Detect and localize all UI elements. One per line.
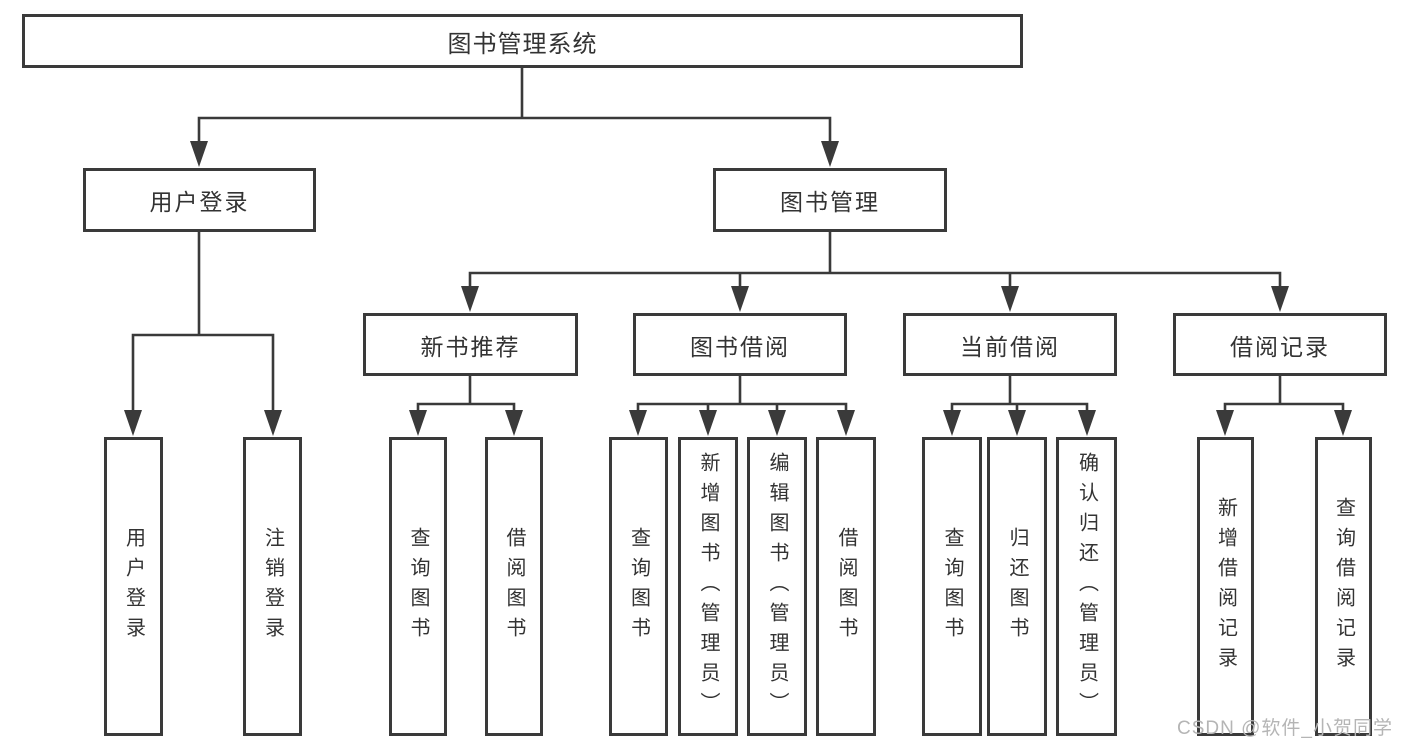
leaf-label: 注销登录 bbox=[261, 526, 284, 647]
leaf-query-books-borrowing: 查询图书 bbox=[609, 437, 668, 736]
node-label: 借阅记录 bbox=[1230, 333, 1330, 360]
leaf-label: 确认归还（管理员） bbox=[1075, 451, 1098, 722]
arrow-down-icon bbox=[821, 141, 839, 167]
leaf-logout: 注销登录 bbox=[243, 437, 302, 736]
leaf-borrow-books-recommend: 借阅图书 bbox=[485, 437, 543, 736]
leaf-query-books-recommend: 查询图书 bbox=[389, 437, 447, 736]
leaf-label: 查询图书 bbox=[941, 526, 963, 647]
leaf-confirm-return-admin: 确认归还（管理员） bbox=[1056, 437, 1117, 736]
arrow-down-icon bbox=[837, 410, 855, 436]
leaf-return-books: 归还图书 bbox=[987, 437, 1047, 736]
node-user-login: 用户登录 bbox=[83, 168, 316, 232]
arrow-down-icon bbox=[1271, 286, 1289, 312]
arrow-down-icon bbox=[1001, 286, 1019, 312]
node-current-borrowing: 当前借阅 bbox=[903, 313, 1117, 376]
leaf-label: 借阅图书 bbox=[835, 526, 857, 647]
arrow-down-icon bbox=[1008, 410, 1026, 436]
node-library-management-system: 图书管理系统 bbox=[22, 14, 1023, 68]
leaf-label: 查询图书 bbox=[627, 526, 650, 647]
arrow-down-icon bbox=[1216, 410, 1234, 436]
arrow-down-icon bbox=[699, 410, 717, 436]
leaf-query-books-current: 查询图书 bbox=[922, 437, 982, 736]
arrow-down-icon bbox=[409, 410, 427, 436]
leaf-label: 查询借阅记录 bbox=[1332, 496, 1355, 677]
leaf-add-books-admin: 新增图书（管理员） bbox=[678, 437, 738, 736]
leaf-label: 用户登录 bbox=[122, 526, 145, 647]
leaf-label: 借阅图书 bbox=[503, 526, 525, 647]
arrow-down-icon bbox=[505, 410, 523, 436]
arrow-down-icon bbox=[1078, 410, 1096, 436]
leaf-edit-books-admin: 编辑图书（管理员） bbox=[747, 437, 807, 736]
arrow-down-icon bbox=[731, 286, 749, 312]
node-label: 图书借阅 bbox=[690, 333, 790, 360]
node-book-management: 图书管理 bbox=[713, 168, 947, 232]
leaf-label: 新增图书（管理员） bbox=[697, 451, 719, 722]
leaf-label: 编辑图书（管理员） bbox=[766, 451, 788, 722]
node-label: 图书管理系统 bbox=[447, 30, 598, 58]
node-borrowing-records: 借阅记录 bbox=[1173, 313, 1387, 376]
node-label: 新书推荐 bbox=[420, 333, 521, 360]
leaf-query-borrowing-record: 查询借阅记录 bbox=[1315, 437, 1372, 736]
leaf-add-borrowing-record: 新增借阅记录 bbox=[1197, 437, 1254, 736]
arrow-down-icon bbox=[264, 410, 282, 436]
node-new-book-recommendation: 新书推荐 bbox=[363, 313, 578, 376]
leaf-label: 新增借阅记录 bbox=[1214, 496, 1237, 677]
leaf-label: 归还图书 bbox=[1006, 526, 1028, 647]
leaf-user-login: 用户登录 bbox=[104, 437, 163, 736]
csdn-watermark: CSDN @软件_小贺同学 bbox=[1177, 718, 1393, 739]
arrow-down-icon bbox=[190, 141, 208, 167]
node-label: 用户登录 bbox=[149, 189, 250, 215]
arrowheads bbox=[124, 141, 1352, 436]
node-book-borrowing: 图书借阅 bbox=[633, 313, 847, 376]
leaf-label: 查询图书 bbox=[407, 526, 429, 647]
node-label: 当前借阅 bbox=[960, 333, 1060, 360]
tree-edges bbox=[131, 66, 1345, 414]
arrow-down-icon bbox=[124, 410, 142, 436]
arrow-down-icon bbox=[461, 286, 479, 312]
arrow-down-icon bbox=[768, 410, 786, 436]
leaf-borrow-books-borrowing: 借阅图书 bbox=[816, 437, 876, 736]
node-label: 图书管理 bbox=[780, 189, 880, 215]
arrow-down-icon bbox=[629, 410, 647, 436]
arrow-down-icon bbox=[1334, 410, 1352, 436]
arrow-down-icon bbox=[943, 410, 961, 436]
